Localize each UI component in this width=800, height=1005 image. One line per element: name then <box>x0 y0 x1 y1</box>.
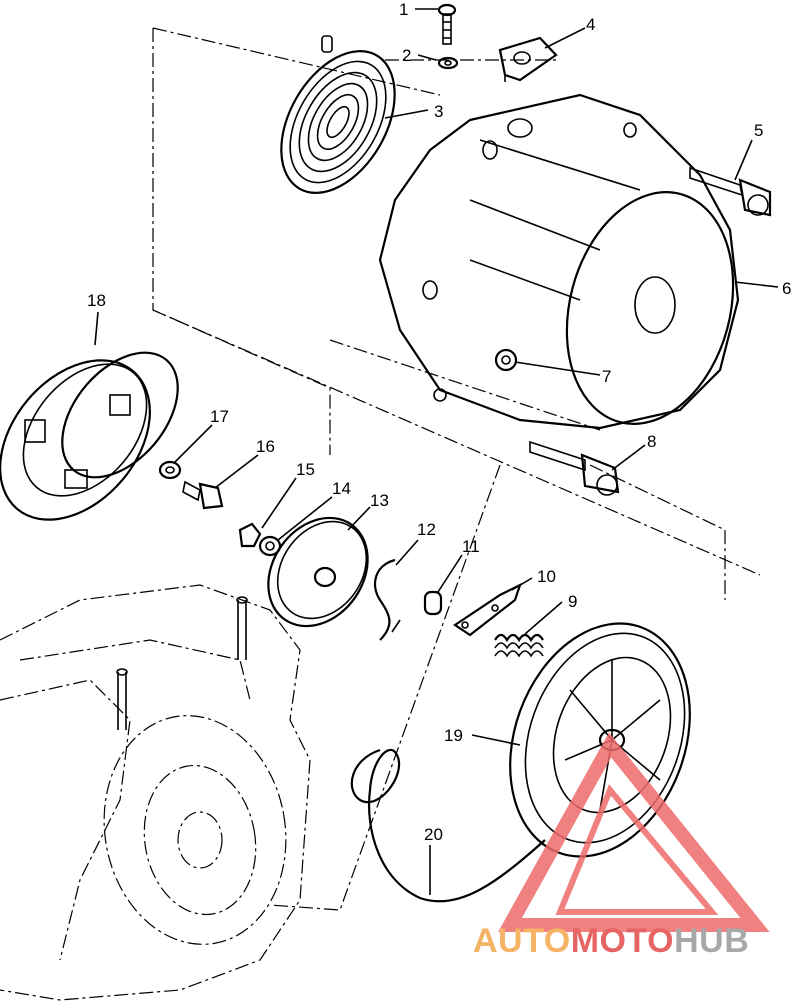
starter-cup <box>0 351 179 521</box>
part-label-11: 11 <box>462 537 480 556</box>
washer-housing <box>494 348 518 372</box>
part-label-16: 16 <box>256 437 275 456</box>
part-label-2: 2 <box>402 46 411 65</box>
bracket <box>498 36 558 82</box>
bolt-cup <box>182 480 224 510</box>
watermark-auto: AUTO <box>473 922 571 960</box>
part-label-6: 6 <box>782 279 791 298</box>
watermark-hub: HUB <box>674 922 749 960</box>
leader-lines <box>94 8 779 895</box>
part-label-10: 10 <box>537 567 556 586</box>
svg-text:AUTOMOTOHUB: AUTOMOTOHUB <box>473 922 749 960</box>
washer-cup <box>158 460 182 480</box>
part-label-1: 1 <box>399 0 408 19</box>
ratchet-spring <box>494 633 544 658</box>
spring-clip <box>373 558 401 641</box>
part-label-12: 12 <box>417 520 436 539</box>
ratchet-pawl <box>453 582 522 637</box>
bolt-lower <box>529 440 620 496</box>
recoil-housing <box>378 93 740 430</box>
part-label-20: 20 <box>424 825 443 844</box>
watermark-moto: MOTO <box>571 922 674 960</box>
part-label-19: 19 <box>444 726 463 745</box>
nut <box>238 522 262 548</box>
engine-crankcase <box>0 584 311 1001</box>
washer-small <box>437 56 459 70</box>
part-label-5: 5 <box>754 121 763 140</box>
starter-rope <box>350 748 546 903</box>
friction-plate <box>267 516 369 628</box>
part-labels: 1 2 3 4 5 6 7 8 9 10 11 12 13 14 15 16 1… <box>87 0 791 844</box>
assembly-boundary-lines <box>152 27 761 911</box>
bushing <box>423 590 443 616</box>
part-label-8: 8 <box>647 432 656 451</box>
part-label-15: 15 <box>296 460 315 479</box>
part-label-14: 14 <box>332 479 351 498</box>
bolt-upper <box>689 166 772 217</box>
screw <box>437 3 457 45</box>
part-label-4: 4 <box>586 15 595 34</box>
rope-reel <box>509 622 691 858</box>
part-label-18: 18 <box>87 291 106 310</box>
watermark-logo: AUTOMOTOHUB <box>473 732 770 960</box>
part-label-9: 9 <box>568 592 577 611</box>
recoil-spring <box>280 35 396 194</box>
part-label-7: 7 <box>602 367 611 386</box>
part-label-13: 13 <box>370 491 389 510</box>
part-label-3: 3 <box>434 102 443 121</box>
part-label-17: 17 <box>210 407 229 426</box>
